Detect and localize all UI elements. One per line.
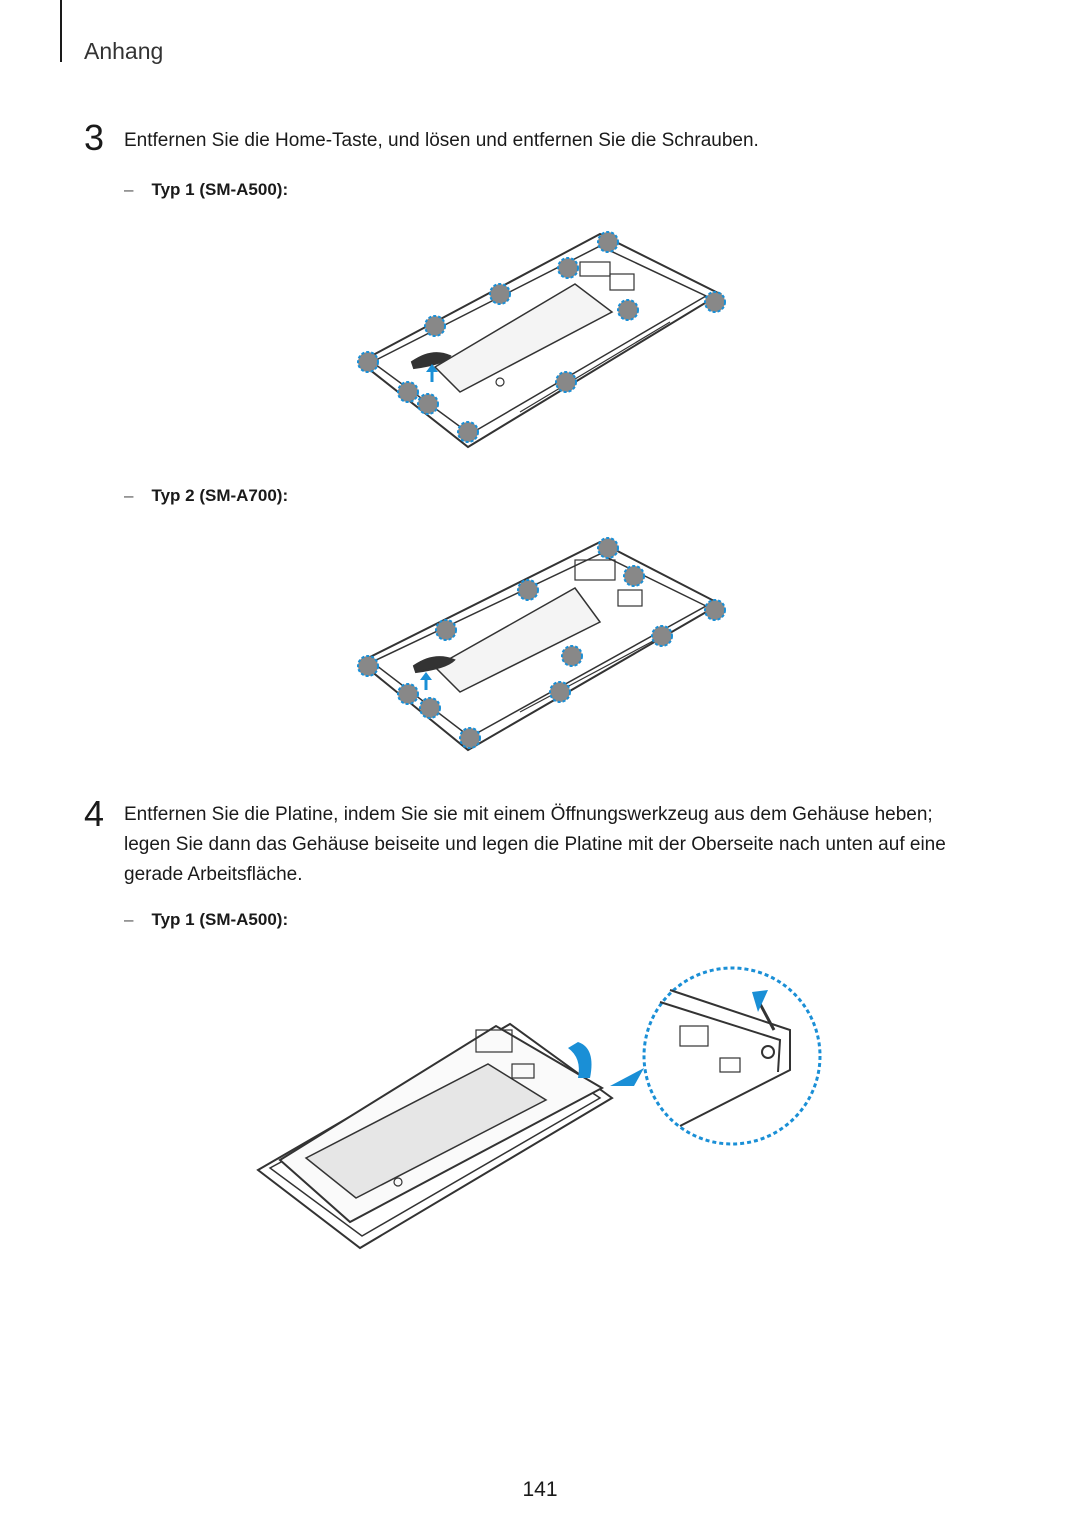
variant-label-text: Typ 2 (SM-A700): xyxy=(151,486,289,505)
illustration-lift-mainboard xyxy=(250,960,830,1260)
step-4-text: Entfernen Sie die Platine, indem Sie sie… xyxy=(124,804,946,885)
step-number-4: 4 xyxy=(84,793,105,834)
section-divider xyxy=(60,0,62,62)
list-dash: – xyxy=(124,910,134,929)
step-number-3: 3 xyxy=(84,117,105,158)
page-number: 141 xyxy=(522,1478,558,1501)
variant-label-typ1-a500-step4: –Typ 1 (SM-A500): xyxy=(124,910,288,930)
list-dash: – xyxy=(124,486,134,505)
illustration-sm-a700-screws xyxy=(350,532,740,762)
variant-label-text: Typ 1 (SM-A500): xyxy=(151,180,289,199)
section-title: Anhang xyxy=(84,38,164,64)
variant-label-typ2-a700: –Typ 2 (SM-A700): xyxy=(124,486,288,506)
variant-label-typ1-a500: –Typ 1 (SM-A500): xyxy=(124,180,288,200)
variant-label-text: Typ 1 (SM-A500): xyxy=(151,910,289,929)
illustration-sm-a500-screws xyxy=(350,222,740,462)
step-3-text: Entfernen Sie die Home-Taste, und lösen … xyxy=(124,130,759,151)
list-dash: – xyxy=(124,180,134,199)
